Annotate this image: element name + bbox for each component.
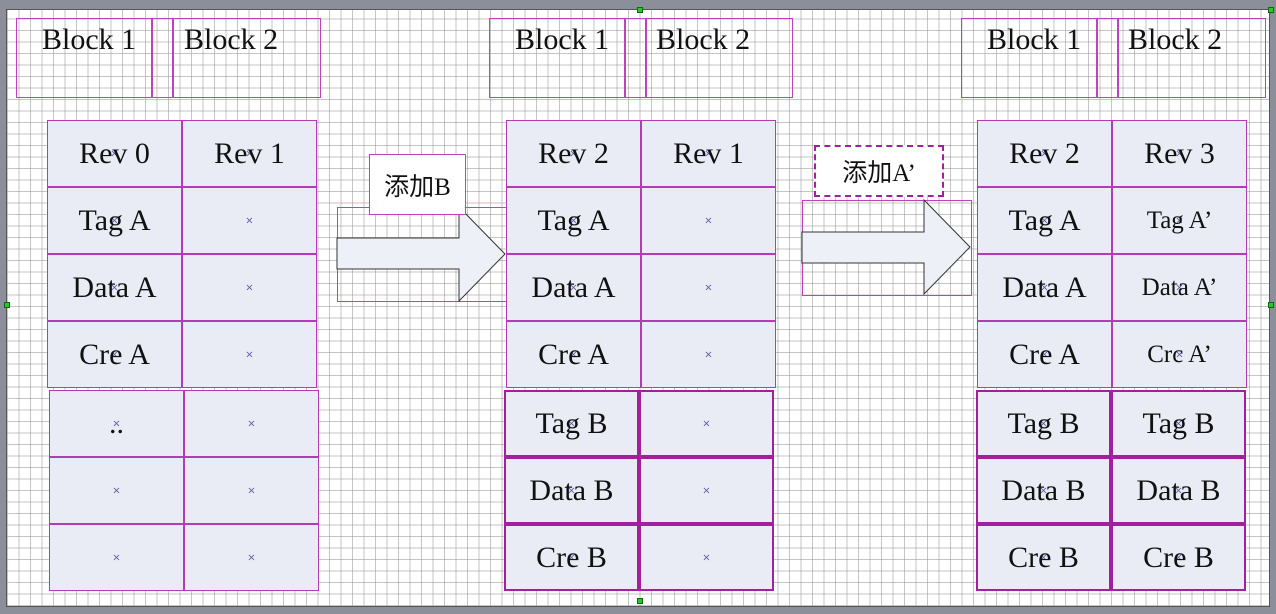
state-1-cell-r1-c0: Tag A [47,187,182,254]
transition-1-label: 添加B [384,173,451,201]
state-3-cell-r5-c1: Data B [1111,457,1246,524]
state-1-cell-r4-c1 [184,390,319,457]
block-2-header-box [645,18,793,98]
state-3-cell-r3-c1: Crc A’ [1112,321,1247,388]
state-2-cell-r2-c1 [641,254,776,321]
state-3-cell-r4-c1: Tag B [1111,390,1246,457]
state-1-cell-r3-c1 [182,321,317,388]
state-1-cell-r6-c0 [49,524,184,591]
selection-handle-top[interactable] [637,7,643,13]
selection-handle-right[interactable] [1268,302,1274,308]
transition-1-label-box[interactable]: 添加B [369,154,466,215]
state-1-cell-r4-c0: .. [49,390,184,457]
state-2-cell-r0-c0: Rev 2 [506,120,641,187]
state-3-cell-r0-c0: Rev 2 [977,120,1112,187]
block-2-label: Block 2 [656,23,751,56]
block-1-header-box [961,18,1098,98]
state-1-cell-r6-c1 [184,524,319,591]
state-2-cell-r1-c1 [641,187,776,254]
state-2-cell-r1-c0: Tag A [506,187,641,254]
block-2-header-box [1096,18,1119,98]
state-3-cell-r3-c0: Cre A [977,321,1112,388]
state-1-cell-r5-c0 [49,457,184,524]
state-3-cell-r2-c0: Data A [977,254,1112,321]
state-3-cell-r2-c1: Data A’ [1112,254,1247,321]
block-2-label: Block 2 [1128,23,1223,56]
block-2-header-box [1117,18,1266,98]
state-3-cell-r1-c0: Tag A [977,187,1112,254]
selection-handle-top-right[interactable] [1268,7,1274,13]
state-2-cell-r5-c1 [639,457,774,524]
state-2-cell-r4-c1 [639,390,774,457]
block-1-header-box [489,18,626,98]
state-2-cell-r6-c0: Cre B [504,524,639,591]
block-2-header-box [624,18,647,98]
state-2-cell-r2-c0: Data A [506,254,641,321]
state-2-cell-r5-c0: Data B [504,457,639,524]
block-2-label: Block 2 [184,23,279,56]
state-1-cell-r2-c0: Data A [47,254,182,321]
state-3-cell-r0-c1: Rev 3 [1112,120,1247,187]
block-2-header-box [151,18,174,98]
transition-2-arrow-icon[interactable] [801,198,972,296]
state-1-cell-r2-c1 [182,254,317,321]
state-1-cell-r1-c1 [182,187,317,254]
state-2-cell-r6-c1 [639,524,774,591]
transition-2-label: 添加A’ [842,160,916,187]
state-3-cell-r1-c1: Tag A’ [1112,187,1247,254]
state-3-cell-r4-c0: Tag B [976,390,1111,457]
block-1-label: Block 1 [987,23,1082,56]
selection-handle-bottom[interactable] [637,598,643,604]
state-1-cell-r0-c0: Rev 0 [47,120,182,187]
state-3-cell-r6-c1: Cre B [1111,524,1246,591]
state-2-cell-r3-c1 [641,321,776,388]
state-1-cell-r0-c1: Rev 1 [182,120,317,187]
block-1-label: Block 1 [42,23,137,56]
block-1-label: Block 1 [515,23,610,56]
state-2-cell-r0-c1: Rev 1 [641,120,776,187]
transition-1-arrow-icon[interactable] [336,205,507,303]
state-2-cell-r4-c0: Tag B [504,390,639,457]
transition-2-label-box[interactable]: 添加A’ [814,145,944,197]
state-1-cell-r5-c1 [184,457,319,524]
state-2-cell-r3-c0: Cre A [506,321,641,388]
selection-handle-left[interactable] [4,302,10,308]
state-3-cell-r6-c0: Cre B [976,524,1111,591]
state-3-cell-r5-c0: Data B [976,457,1111,524]
block-2-header-box [172,18,321,98]
block-1-header-box [16,18,153,98]
state-1-cell-r3-c0: Cre A [47,321,182,388]
